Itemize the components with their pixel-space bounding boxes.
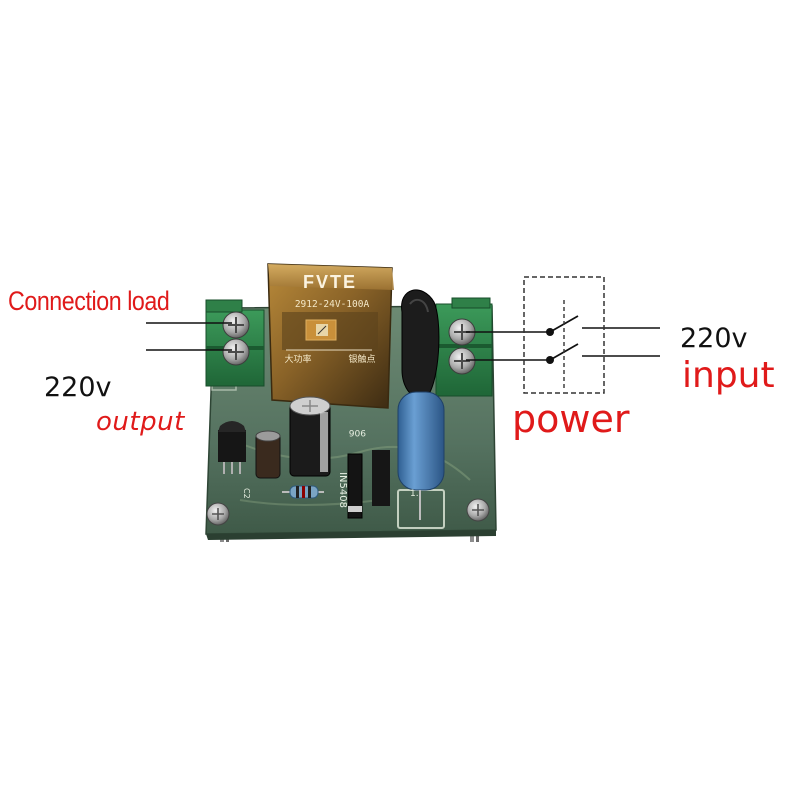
silkscreen-mark-906: 906 (349, 427, 366, 437)
relay-brand: FVTE (303, 272, 357, 292)
input-terminal-block (435, 297, 493, 397)
output-terminal-block (205, 299, 265, 387)
relay-marking-right: 银触点 (348, 353, 375, 365)
blue-capacitor (397, 391, 445, 520)
transistor (218, 421, 246, 474)
input-wires (466, 327, 660, 361)
input-voltage-label: 220v (680, 323, 748, 354)
relay-model: 2912-24V-100A (295, 299, 370, 310)
output-wires (146, 322, 232, 351)
power-label: power (512, 397, 630, 441)
output-label: output (96, 407, 185, 437)
diode: IN5408 (337, 453, 363, 519)
power-switch-symbol (523, 276, 605, 394)
silkscreen-mark-c2: C2 (242, 488, 251, 499)
relay: FVTE 2912-24V-100A 大功率 银触点 (267, 263, 394, 409)
output-voltage-label: 220v (44, 372, 112, 403)
input-label: input (682, 355, 775, 396)
diode-label: IN5408 (337, 472, 348, 508)
resistor (282, 485, 324, 499)
electrolytic-capacitor-small (255, 430, 281, 479)
relay-marking-left: 大功率 (284, 353, 311, 365)
connection-load-label: Connection load (8, 286, 170, 316)
mounting-screws (206, 498, 490, 526)
silkscreen-mark-1: 1. (410, 489, 419, 499)
black-block-component (372, 450, 390, 506)
black-varistor (401, 289, 440, 399)
electrolytic-capacitor-large (289, 396, 331, 477)
